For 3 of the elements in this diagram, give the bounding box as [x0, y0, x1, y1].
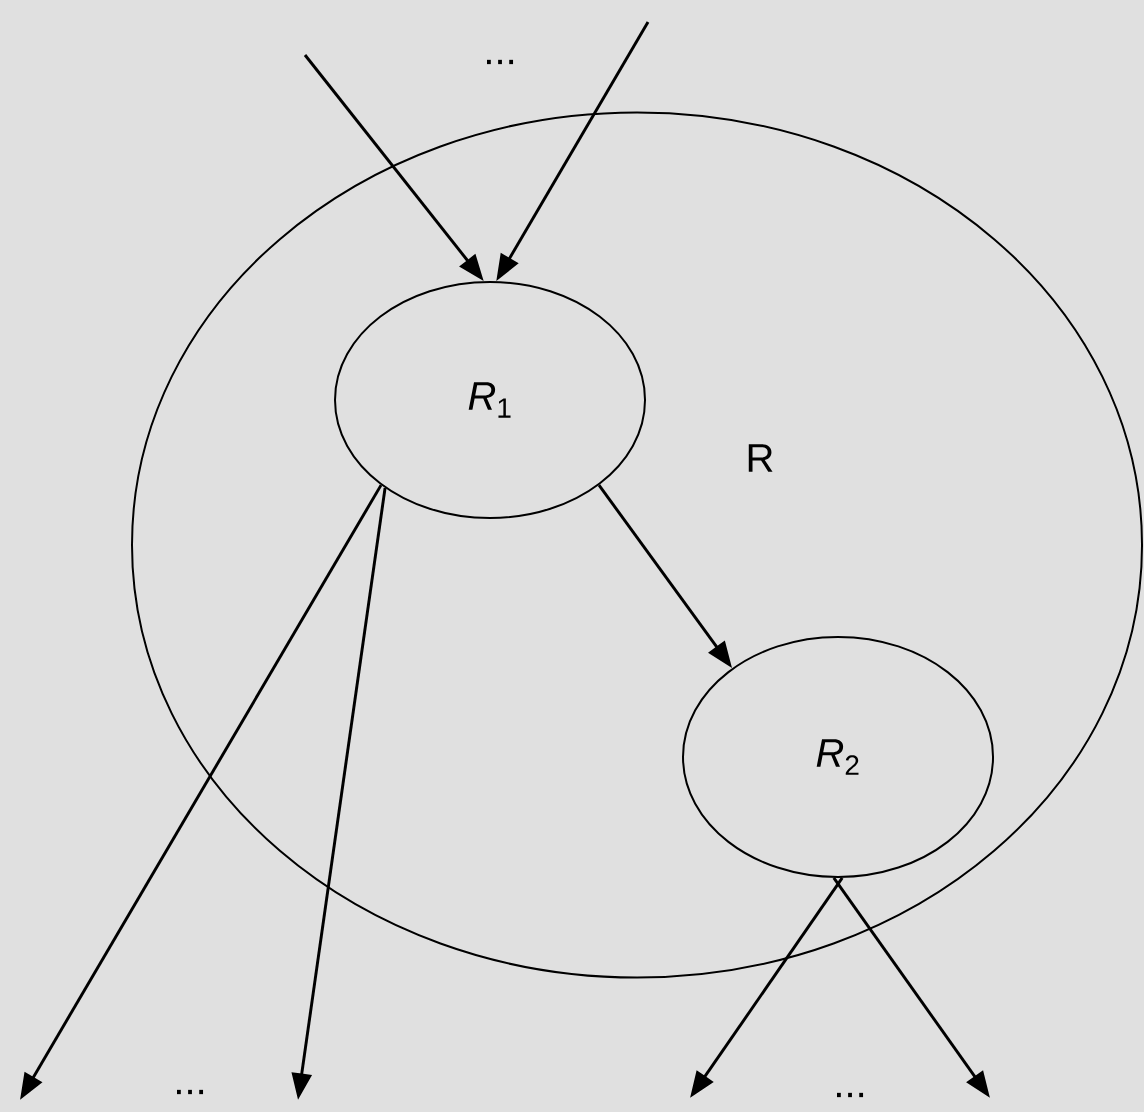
ellipsis-label: ... [177, 1089, 204, 1095]
ellipsis-label: ... [837, 1092, 864, 1098]
ellipsis-label: ... [487, 59, 514, 65]
